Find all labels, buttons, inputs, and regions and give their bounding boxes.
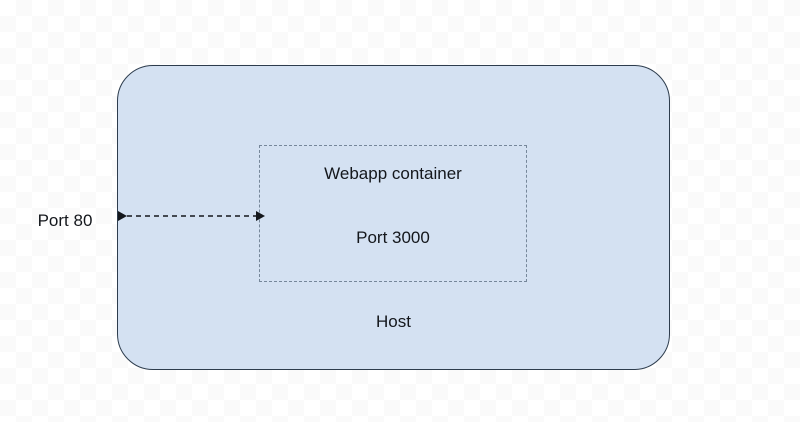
host-label: Host	[376, 312, 411, 331]
webapp-container-title: Webapp container	[324, 164, 462, 183]
container-port-label: Port 3000	[356, 228, 430, 247]
external-port-label: Port 80	[37, 211, 93, 230]
double-arrow-icon	[118, 211, 265, 221]
